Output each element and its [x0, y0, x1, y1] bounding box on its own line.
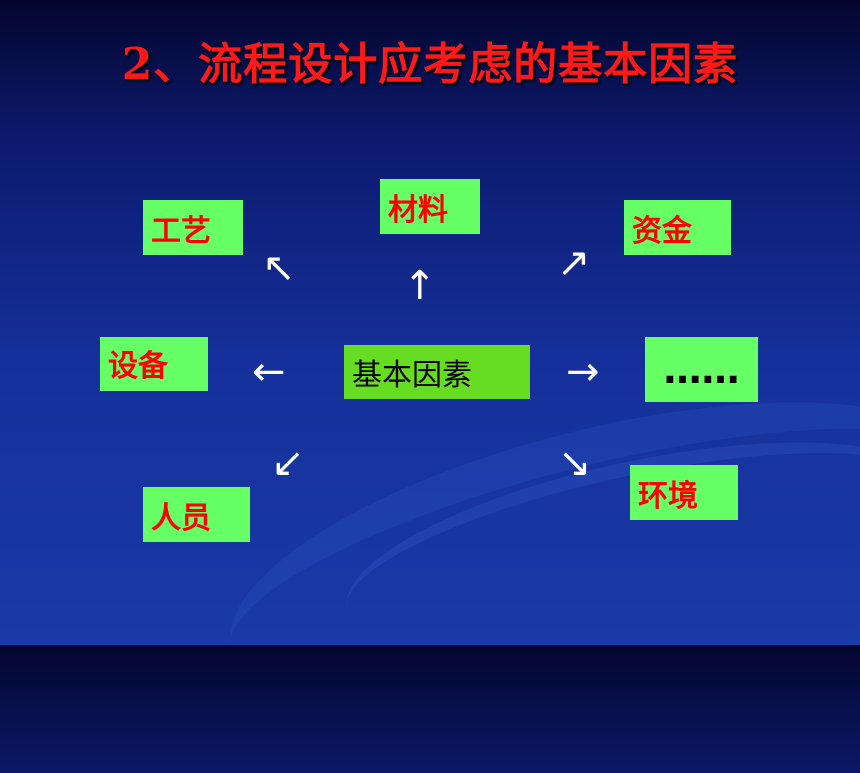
factor-funds: 资金 [624, 200, 731, 255]
factor-equipment: 设备 [100, 337, 208, 391]
factor-more: …… [645, 337, 758, 402]
arrow-right-icon: → [566, 349, 600, 395]
arrow-down-right-icon: ↘ [558, 440, 592, 486]
arrow-up-icon: ↑ [403, 263, 437, 309]
arrow-up-left-icon: ↖ [262, 245, 296, 291]
center-basic-factors: 基本因素 [344, 345, 530, 399]
slide-title: 2、流程设计应考虑的基本因素 [121, 39, 739, 90]
factor-environment: 环境 [630, 465, 738, 520]
arrow-up-right-icon: ↗ [557, 240, 591, 286]
factor-material: 材料 [380, 179, 480, 234]
arrow-down-left-icon: ↙ [271, 440, 305, 486]
factor-personnel: 人员 [143, 487, 250, 542]
arrow-left-icon: ← [252, 349, 286, 395]
factor-craft: 工艺 [143, 200, 243, 255]
